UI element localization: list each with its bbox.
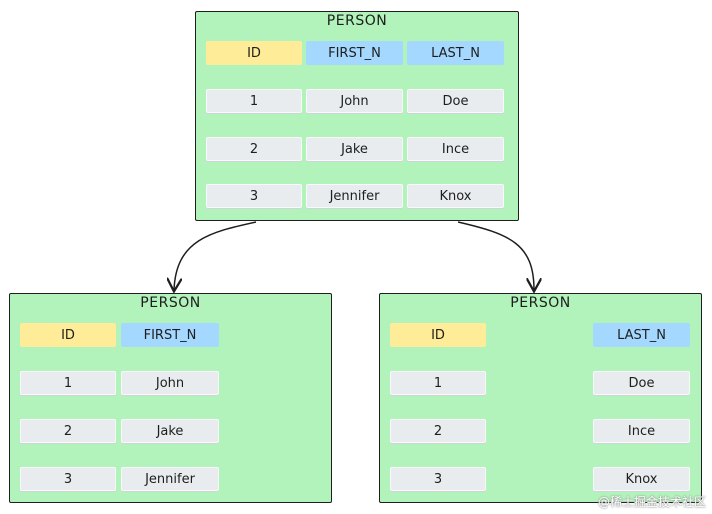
table-title: PERSON — [326, 13, 388, 29]
header-id: ID — [20, 323, 116, 347]
cell-id: 2 — [390, 419, 486, 443]
cell-first-name: John — [306, 89, 403, 113]
cell-id: 3 — [390, 467, 486, 491]
cell-last-name: Doe — [407, 89, 504, 113]
header-first-name: FIRST_N — [121, 323, 219, 347]
cell-last-name: Doe — [593, 371, 690, 395]
arrow-to-left-table — [174, 221, 257, 290]
cell-first-name: Jennifer — [306, 184, 403, 208]
header-last-name: LAST_N — [593, 323, 690, 347]
header-last-name: LAST_N — [407, 41, 504, 65]
table-title: PERSON — [510, 295, 571, 311]
header-id: ID — [390, 323, 486, 347]
cell-first-name: Jennifer — [121, 467, 219, 491]
cell-id: 2 — [206, 137, 302, 161]
right-person-table: PERSON ID LAST_N 1 Doe 2 Ince 3 Knox — [379, 293, 702, 503]
left-person-table: PERSON ID FIRST_N 1 John 2 Jake 3 Jennif… — [9, 293, 332, 503]
table-title: PERSON — [140, 295, 201, 311]
cell-first-name: Jake — [121, 419, 219, 443]
cell-id: 1 — [206, 89, 302, 113]
top-person-table: PERSON ID FIRST_N LAST_N 1 John Doe 2 Ja… — [195, 11, 519, 221]
cell-last-name: Ince — [407, 137, 504, 161]
cell-last-name: Ince — [593, 419, 690, 443]
header-first-name: FIRST_N — [306, 41, 403, 65]
cell-last-name: Knox — [407, 184, 504, 208]
arrow-to-right-table — [457, 221, 534, 290]
cell-first-name: John — [121, 371, 219, 395]
cell-id: 1 — [390, 371, 486, 395]
cell-first-name: Jake — [306, 137, 403, 161]
cell-id: 3 — [20, 467, 116, 491]
cell-last-name: Knox — [593, 467, 690, 491]
cell-id: 3 — [206, 184, 302, 208]
cell-id: 2 — [20, 419, 116, 443]
cell-id: 1 — [20, 371, 116, 395]
watermark: @稀土掘金技术社区 — [597, 495, 706, 509]
header-id: ID — [206, 41, 302, 65]
